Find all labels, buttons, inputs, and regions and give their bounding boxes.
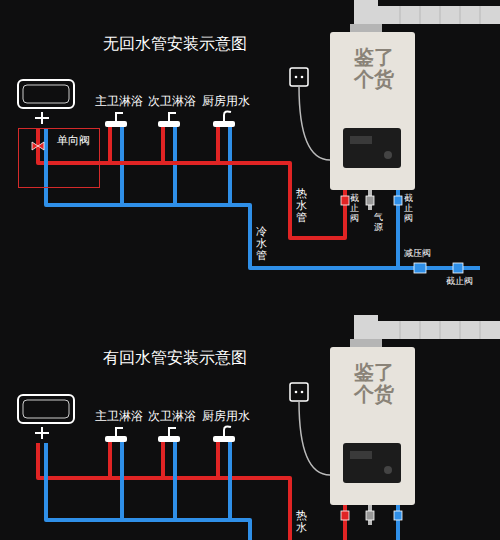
fixture-label: 厨房用水 <box>202 94 250 108</box>
fixture-label: 主卫淋浴 <box>95 94 143 108</box>
valve-label: 截止阀 <box>446 276 473 287</box>
pipe-label: 冷水管 <box>256 226 267 262</box>
hot-pipe <box>38 442 345 540</box>
hot-water-pipe <box>100 163 345 238</box>
check-valve-box: 单向阀 <box>18 128 100 188</box>
pressure-reducing-valve <box>414 263 426 273</box>
stop-valve <box>341 511 349 520</box>
watermark-text: 鉴了个货 <box>354 361 398 405</box>
cold-pipe <box>46 127 480 268</box>
gas-label: 气源 <box>374 213 383 233</box>
valve-label: 减压阀 <box>404 248 431 259</box>
pipe-label: 热水 <box>296 510 307 534</box>
stop-valve <box>394 511 402 520</box>
valve-label: 截止阀 <box>350 194 359 224</box>
water-heater: 鉴了个货 <box>330 347 415 505</box>
fixture-label: 次卫淋浴 <box>148 94 196 108</box>
water-heater: 鉴了个货 <box>330 32 415 190</box>
watermark-text: 鉴了个货 <box>354 46 398 90</box>
fixture-label: 厨房用水 <box>202 409 250 423</box>
diagram-title: 有回水管安装示意图 <box>0 348 350 367</box>
stop-valve <box>341 196 349 205</box>
pipe-label: 热水管 <box>296 188 307 224</box>
check-valve-symbol <box>32 142 44 150</box>
diagram-title: 无回水管安装示意图 <box>0 34 350 53</box>
cold-pipe <box>46 442 398 540</box>
fixture-label: 次卫淋浴 <box>148 409 196 423</box>
gas-valve <box>366 511 374 520</box>
stop-valve <box>453 263 463 273</box>
valve-label: 截止阀 <box>404 194 413 224</box>
node-text: 单向阀 <box>19 129 99 148</box>
gas-valve <box>366 196 374 205</box>
stop-valve <box>394 196 402 205</box>
fixture-label: 主卫淋浴 <box>95 409 143 423</box>
